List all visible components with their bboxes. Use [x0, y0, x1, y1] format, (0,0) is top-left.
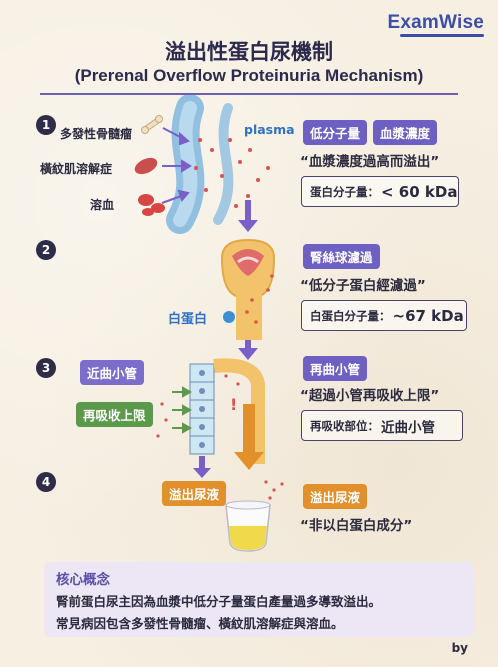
- step-2-box-key: 白蛋白分子量：: [310, 308, 391, 323]
- step-1-quote: “血漿濃度過高而溢出”: [300, 154, 440, 170]
- tag-proximal-tubule: 近曲小管: [80, 360, 145, 385]
- step-3-info-box: 再吸收部位： 近曲小管: [301, 410, 463, 441]
- step-3-number: 3: [36, 358, 56, 378]
- tag-plasma-concentration: 血漿濃度: [373, 120, 438, 145]
- page-subtitle: (Prerenal Overflow Proteinuria Mechanism…: [74, 66, 424, 85]
- tag-low-molecular-weight: 低分子量: [303, 120, 368, 145]
- core-concept-title: 核心概念: [56, 572, 110, 588]
- tag-reabsorption-limit: 再吸收上限: [76, 402, 153, 427]
- brand-underline: [400, 34, 484, 37]
- muscle-icon: [134, 157, 158, 175]
- cause-rhabdomyolysis: 橫紋肌溶解症: [40, 162, 113, 176]
- step-1-number: 1: [36, 115, 56, 135]
- page-title: 溢出性蛋白尿機制: [165, 40, 333, 64]
- core-concept-panel: 核心概念 腎前蛋白尿主因為血漿中低分子量蛋白產量過多導致溢出。 常見病因包含多發…: [44, 562, 474, 637]
- cause-multiple-myeloma: 多發性骨髓瘤: [60, 127, 133, 141]
- step-2-quote: “低分子蛋白經濾過”: [300, 278, 426, 294]
- step-3-box-key: 再吸收部位：: [310, 418, 379, 433]
- step-3-box-value: 近曲小管: [381, 419, 435, 436]
- bone-icon: [141, 115, 163, 134]
- albumin-label: 白蛋白: [168, 312, 208, 327]
- red-blood-cell-icon: [138, 194, 165, 216]
- core-concept-line-1: 腎前蛋白尿主因為血漿中低分子量蛋白產量過多導致溢出。: [56, 594, 382, 609]
- step-3-quote: “超過小管再吸收上限”: [300, 388, 440, 404]
- tubule-cells: [189, 363, 215, 455]
- core-concept-line-2: 常見病因包含多發性骨髓瘤、橫紋肌溶解症與溶血。: [56, 616, 344, 631]
- step-1-box-value: < 60 kDa: [381, 182, 458, 201]
- tag-overflow-urine-left: 溢出尿液: [162, 481, 227, 506]
- tag-reabsorption-tubule: 再曲小管: [303, 356, 368, 381]
- step-1-info-box: 蛋白分子量： < 60 kDa: [301, 176, 459, 207]
- brand-logo: ExamWise: [387, 12, 484, 33]
- cause-hemolysis: 溶血: [90, 198, 115, 212]
- tag-overflow-urine: 溢出尿液: [303, 484, 368, 509]
- title-divider: [40, 93, 458, 95]
- svg-text:!: !: [230, 395, 237, 414]
- albumin-icon: [223, 311, 235, 323]
- step-4-number: 4: [36, 472, 56, 492]
- plasma-label: plasma: [244, 122, 295, 137]
- step-1-box-key: 蛋白分子量：: [310, 184, 379, 199]
- tag-glomerular-filtration: 腎絲球濾過: [303, 244, 380, 269]
- step-2-box-value: ~67 kDa: [392, 306, 464, 325]
- step-2-info-box: 白蛋白分子量： ~67 kDa: [301, 300, 467, 331]
- step-2-number: 2: [36, 240, 56, 260]
- byline: by: [451, 641, 468, 655]
- step-4-quote: “非以白蛋白成分”: [300, 518, 413, 534]
